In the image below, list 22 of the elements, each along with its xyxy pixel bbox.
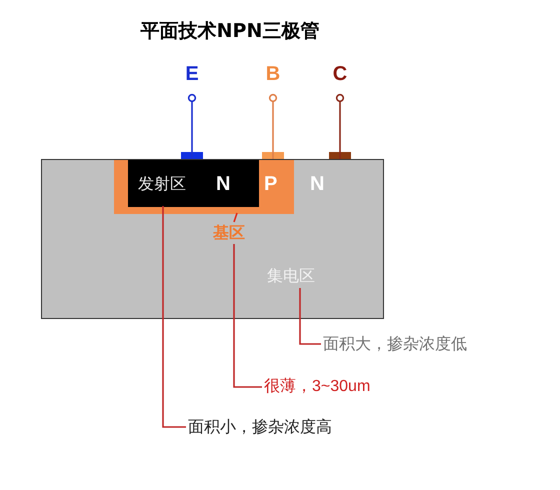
leader-line <box>299 288 321 345</box>
leader-line <box>233 212 238 222</box>
annotation-text: 面积大，掺杂浓度低 <box>323 333 467 355</box>
terminal-lead <box>268 94 278 159</box>
terminal-lead <box>336 94 344 159</box>
region-label: 发射区 <box>138 173 186 195</box>
base-region <box>114 160 294 214</box>
annotation-text: 很薄，3~30um <box>264 376 370 397</box>
collector-region <box>41 159 384 319</box>
region-type-label: P <box>264 172 278 196</box>
region-type-label: N <box>310 172 324 196</box>
leader-line <box>162 206 186 428</box>
leader-line <box>233 244 262 388</box>
diagram-title: 平面技术NPN三极管 <box>140 19 320 44</box>
region-label: 基区 <box>213 224 245 244</box>
terminal-lead <box>188 94 196 159</box>
terminal-label: E <box>184 62 200 86</box>
terminal-label: C <box>332 62 348 86</box>
emitter-region <box>128 160 259 207</box>
region-type-label: N <box>216 172 230 196</box>
annotation-text: 面积小，掺杂浓度高 <box>188 416 332 438</box>
terminal-label: B <box>264 62 282 86</box>
